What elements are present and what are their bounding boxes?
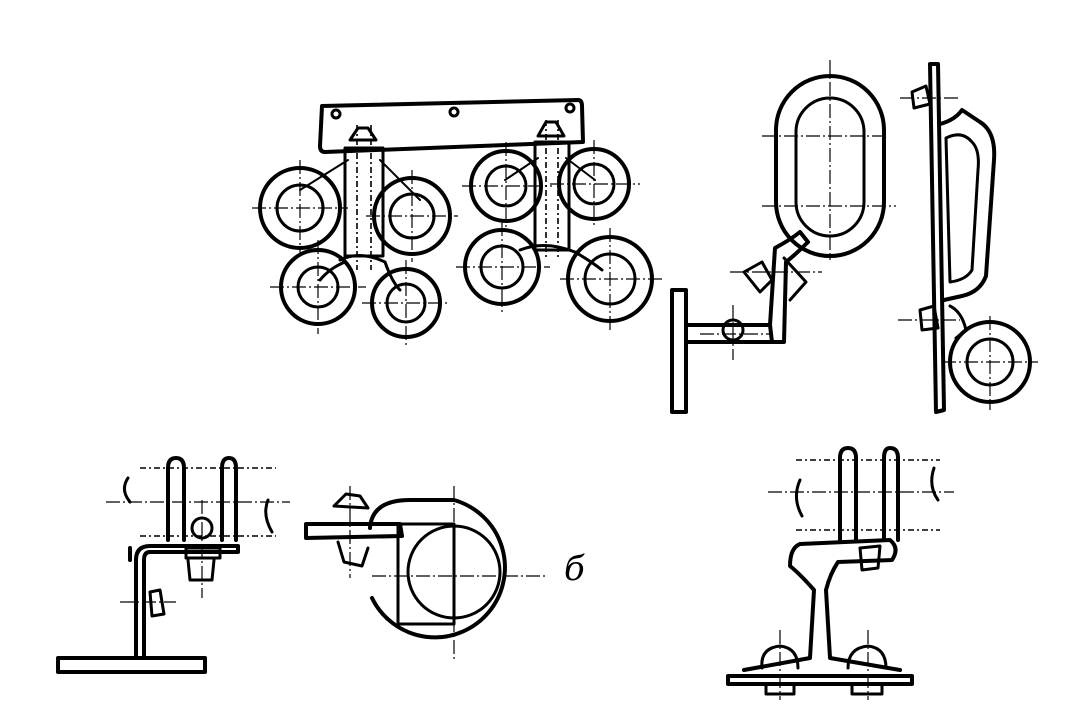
rail-profile	[742, 538, 902, 672]
insulator-bracket-group	[252, 98, 662, 346]
mounting-plate	[318, 98, 585, 154]
insulator-profile	[938, 108, 997, 302]
roller-upper-right-a	[462, 142, 552, 232]
vertical-support	[928, 62, 946, 414]
oval-insulator-bracket-side	[670, 60, 896, 414]
roller-upper-left	[252, 160, 348, 256]
pipe-phantom	[140, 467, 276, 537]
roller-upper-mid	[366, 170, 458, 262]
oval-insulator-front	[898, 62, 1038, 414]
plate-hole-center	[448, 106, 460, 118]
roller-lower-right-b	[560, 228, 662, 330]
roller-lower-mid	[362, 260, 450, 346]
plate-hole-left	[330, 108, 342, 120]
clamp-bolt	[742, 256, 808, 302]
roller-upper-right-b	[550, 140, 640, 228]
insulator-body	[368, 498, 507, 640]
plate-hole-right	[564, 102, 576, 114]
wall-angle	[670, 288, 774, 414]
front-roller	[942, 316, 1038, 410]
roller-lower-left	[270, 240, 366, 334]
view-marker-b: б	[564, 549, 585, 589]
base-bolt-right	[846, 644, 888, 696]
base-bolt-left	[760, 644, 800, 696]
oval-insulator-outer	[774, 74, 886, 258]
round-insulator-section	[304, 486, 548, 660]
angle-bracket	[134, 544, 240, 660]
base-plate	[56, 656, 207, 674]
clamp-plate	[304, 522, 404, 540]
angle-bracket-clamp	[56, 456, 290, 674]
rail-clamp	[726, 446, 954, 700]
rail-base-plate	[726, 674, 914, 686]
roller-lower-right-a	[456, 222, 550, 312]
